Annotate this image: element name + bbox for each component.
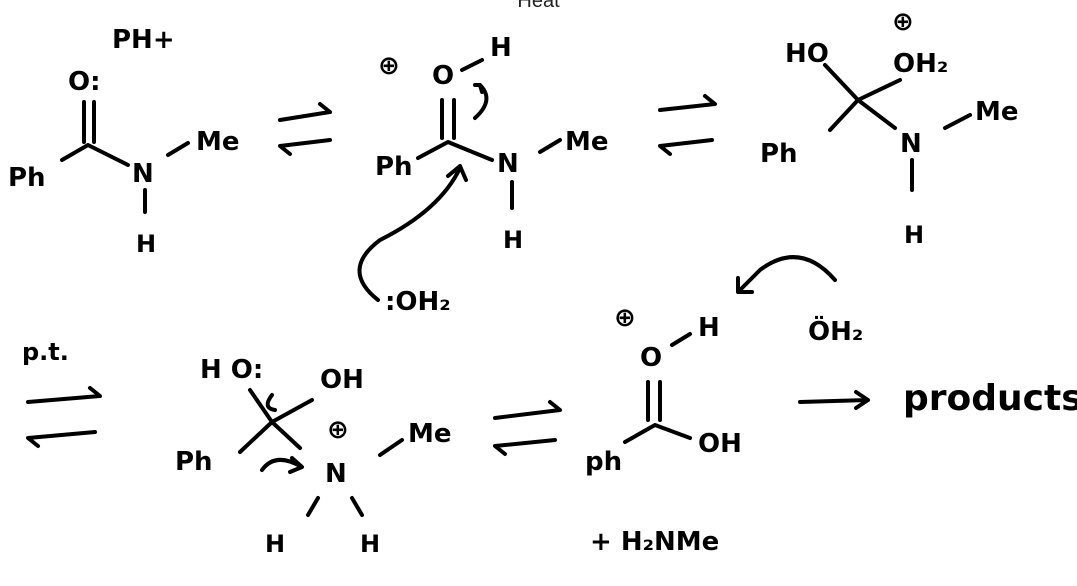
s2-methyl: Me — [565, 127, 609, 157]
s2-nitrogen: N — [497, 149, 519, 179]
forward-arrow — [798, 390, 870, 410]
s5-hydroxyl: OH — [698, 429, 742, 459]
s2-oxygen: O — [432, 61, 454, 91]
equilibrium-arrow-3 — [26, 386, 102, 448]
equilibrium-arrow-4 — [493, 400, 562, 456]
s1-hydrogen: H — [136, 230, 156, 258]
s3-nitrogen: N — [900, 129, 922, 159]
s3-hydrogen: H — [904, 221, 924, 249]
s1-methyl: Me — [196, 127, 240, 157]
s2-curved-arrow-small — [473, 83, 489, 120]
s3-charge: ⊕ — [892, 7, 914, 37]
equilibrium-arrow-1 — [278, 102, 332, 156]
s4-methyl: Me — [408, 419, 452, 449]
s2-charge: ⊕ — [378, 51, 400, 81]
s1-oxygen: O: — [68, 67, 101, 97]
s4-hydrogen-2: H — [360, 530, 380, 558]
s3-hydroxyl: HO — [785, 39, 829, 69]
s1-bonds — [60, 100, 190, 214]
s3-ph: Ph — [760, 139, 798, 169]
s2-bonds — [416, 58, 562, 210]
s2-curved-arrow-attack — [357, 164, 468, 302]
s2-water: :OH₂ — [385, 287, 451, 317]
s4-charge: ⊕ — [327, 415, 349, 445]
s4-hydroxyl: H O: — [200, 355, 263, 385]
title-heat: Heat — [517, 0, 560, 12]
s5-byproduct-methylamine: + H₂NMe — [590, 527, 719, 557]
s4-hydrogen-1: H — [265, 530, 285, 558]
s5-bonds — [623, 332, 692, 444]
s2-hydrogen: H — [503, 226, 523, 254]
s5-water: ÖH₂ — [808, 314, 863, 347]
s1-nitrogen: N — [132, 159, 154, 189]
s2-ph: Ph — [375, 152, 413, 182]
s4-ph: Ph — [175, 447, 213, 477]
s5-hydrogen: H — [698, 313, 720, 343]
s5-charge: ⊕ — [614, 303, 636, 333]
proton-transfer-label: p.t. — [22, 338, 69, 366]
s1-ph: Ph — [8, 163, 46, 193]
s3-oh2: OH₂ — [893, 49, 948, 79]
s5-curved-arrow-deprotonation — [736, 255, 837, 294]
s4-curved-arrows — [260, 393, 304, 474]
s4-nitrogen: N — [325, 459, 347, 489]
s5-oxygen: O — [640, 343, 662, 373]
s5-ph: ph — [585, 447, 622, 477]
structure-2-protonated-amide: ⊕ O H Ph N Me H :OH₂ — [357, 33, 609, 317]
s3-bonds — [823, 63, 972, 192]
s2-hydrogen-top: H — [490, 33, 512, 63]
equilibrium-arrow-2 — [658, 94, 717, 156]
products-label: products — [903, 378, 1077, 419]
s3-methyl: Me — [975, 97, 1019, 127]
structure-1-protonation: O: PH+ Ph N Me H — [8, 25, 240, 258]
structure-3-tetrahedral: HO ⊕ OH₂ Ph N Me H — [760, 7, 1019, 249]
s4-oh: OH — [320, 365, 364, 395]
s4-bonds — [238, 388, 404, 517]
structure-4-protonated-amine: H O: OH Ph ⊕ N Me H H — [175, 355, 452, 558]
s1-proton: PH+ — [112, 25, 175, 55]
structure-5-protonated-acid: ⊕ O H ÖH₂ ph OH + H₂NMe — [585, 255, 863, 557]
